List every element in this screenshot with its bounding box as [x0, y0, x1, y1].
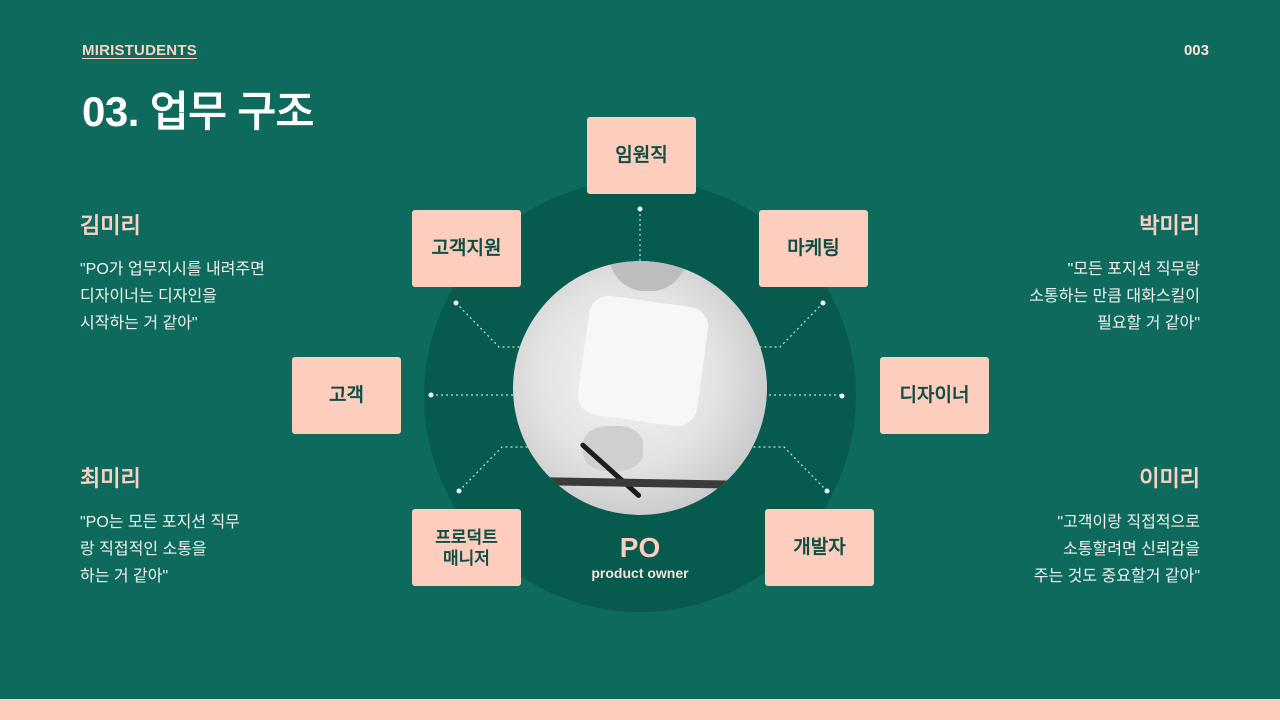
node-marketing: 마케팅: [759, 210, 868, 287]
node-customer: 고객: [292, 357, 401, 434]
quote-text-line: "PO는 모든 포지션 직무: [80, 514, 240, 531]
quote-text-line: "고객이랑 직접적으로: [1057, 514, 1200, 531]
brand-label: MIRISTUDENTS: [82, 42, 197, 59]
quote-lee: 이미리 "고객이랑 직접적으로 소통할려면 신뢰감을 주는 것도 중요할거 같아…: [940, 461, 1200, 590]
quote-text-line: "PO가 업무지시를 내려주면: [80, 261, 265, 278]
node-label-line: 매니저: [443, 548, 490, 568]
node-developer: 개발자: [765, 509, 874, 586]
quote-text-line: 소통하는 만큼 대화스킬이: [1029, 288, 1200, 305]
po-title: PO: [619, 532, 661, 563]
quote-choi: 최미리 "PO는 모든 포지션 직무 랑 직접적인 소통을 하는 거 같아": [80, 461, 340, 590]
page-title: 03. 업무 구조: [82, 88, 314, 135]
quote-text-line: 랑 직접적인 소통을: [80, 541, 207, 558]
node-executives: 임원직: [587, 117, 696, 194]
quote-author: 이미리: [1139, 466, 1200, 491]
photo-hand-shape: [583, 426, 643, 471]
node-designer: 디자이너: [880, 357, 989, 434]
quote-author: 최미리: [80, 466, 141, 491]
quote-author: 박미리: [1139, 213, 1200, 238]
quote-kim: 김미리 "PO가 업무지시를 내려주면 디자이너는 디자인을 시작하는 거 같아…: [80, 208, 340, 337]
node-label: 디자이너: [899, 385, 970, 406]
quote-text-line: "모든 포지션 직무랑: [1067, 261, 1200, 278]
node-customer-support: 고객지원: [412, 210, 521, 287]
clipboard-icon: [542, 477, 744, 489]
node-label: 마케팅: [787, 238, 840, 259]
node-label: 개발자: [793, 537, 846, 558]
node-label: 임원직: [615, 145, 668, 166]
photo-face-shape: [608, 261, 688, 291]
photo-shirt-shape: [575, 293, 711, 429]
footer-accent-bar: [0, 699, 1280, 720]
quote-text-line: 디자이너는 디자인을: [80, 288, 217, 305]
node-label: 고객: [329, 385, 364, 406]
po-subtitle: product owner: [591, 565, 689, 581]
page-number: 003: [1183, 42, 1209, 59]
quote-text-line: 주는 것도 중요할거 같아": [1033, 568, 1200, 585]
node-product-manager: 프로덕트 매니저: [412, 509, 521, 586]
quote-author: 김미리: [80, 213, 141, 238]
quote-text-line: 하는 거 같아": [80, 568, 169, 585]
quote-text-line: 필요할 거 같아": [1097, 315, 1200, 332]
center-po-label: PO product owner: [560, 532, 720, 582]
quote-text-line: 소통할려면 신뢰감을: [1063, 541, 1200, 558]
node-label: 고객지원: [431, 238, 502, 259]
quote-text-line: 시작하는 거 같아": [80, 315, 198, 332]
person-writing-photo: [513, 261, 767, 515]
node-label-line: 프로덕트: [435, 527, 498, 547]
quote-park: 박미리 "모든 포지션 직무랑 소통하는 만큼 대화스킬이 필요할 거 같아": [940, 208, 1200, 337]
